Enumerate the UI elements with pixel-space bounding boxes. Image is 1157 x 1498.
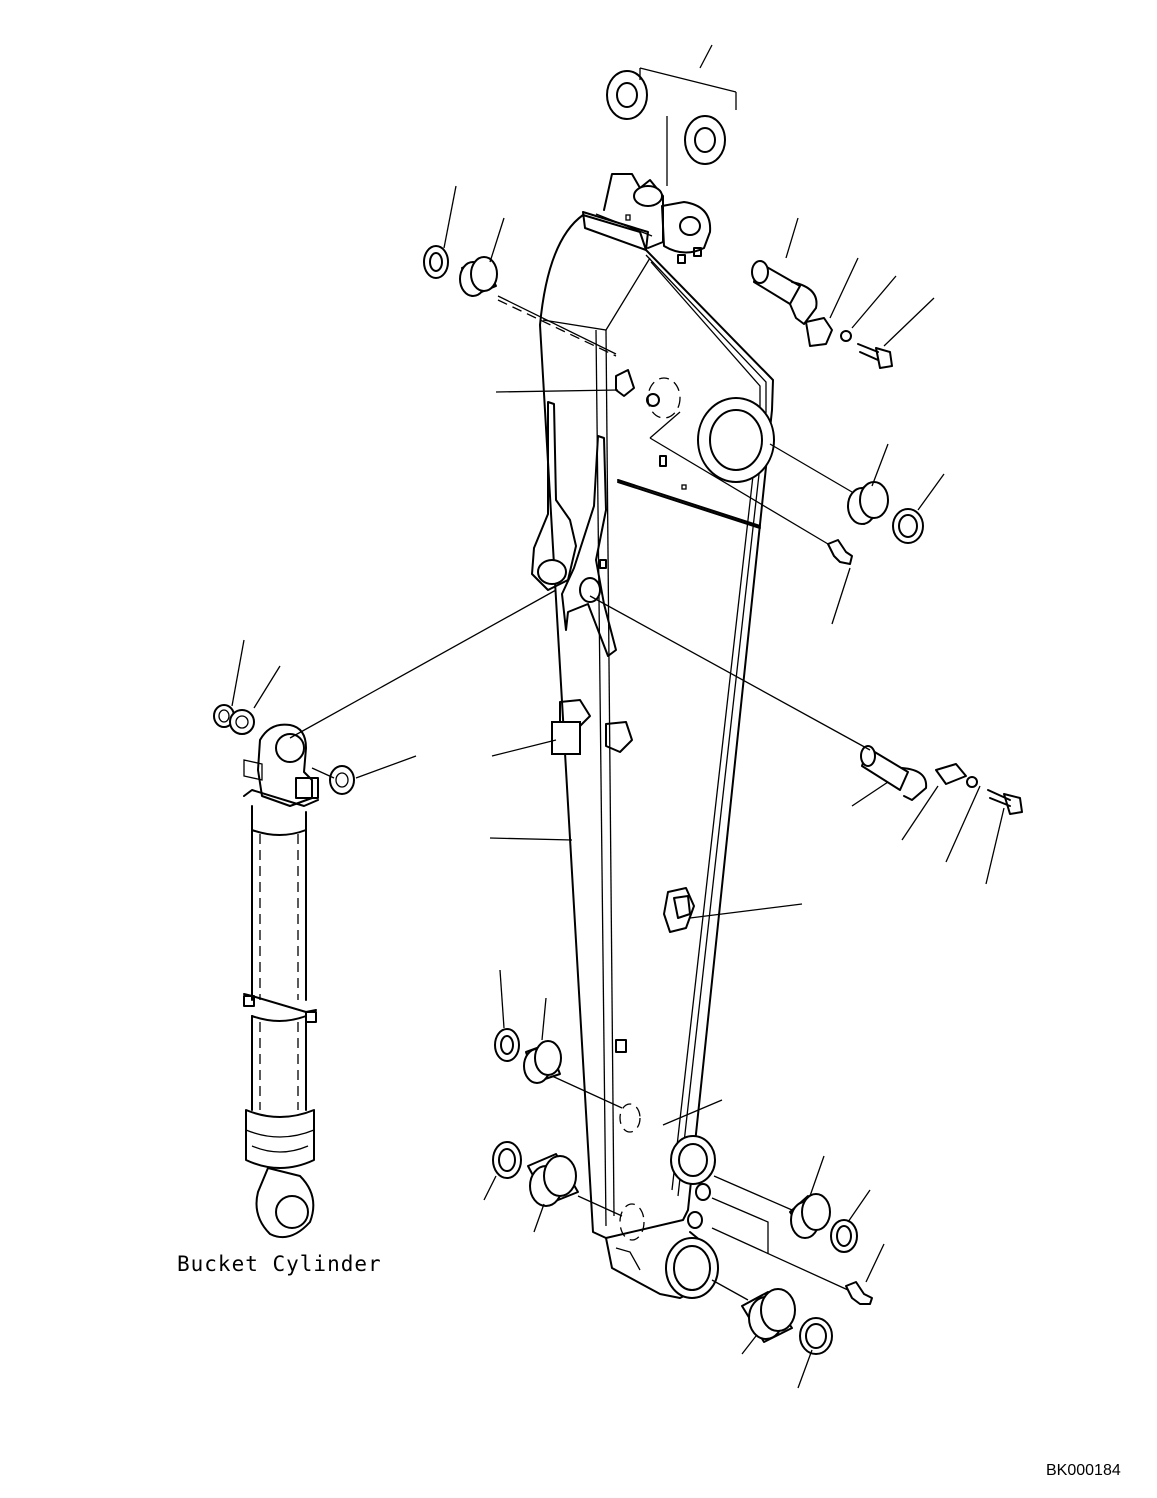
bucket-cylinder-illustration xyxy=(213,704,355,1238)
arm-body xyxy=(531,173,775,1299)
leader-lines xyxy=(231,44,1005,1389)
figure-id-label: BK000184 xyxy=(1046,1462,1121,1479)
bucket-cylinder-label: Bucket Cylinder xyxy=(177,1252,382,1276)
loose-parts xyxy=(423,70,1023,1355)
